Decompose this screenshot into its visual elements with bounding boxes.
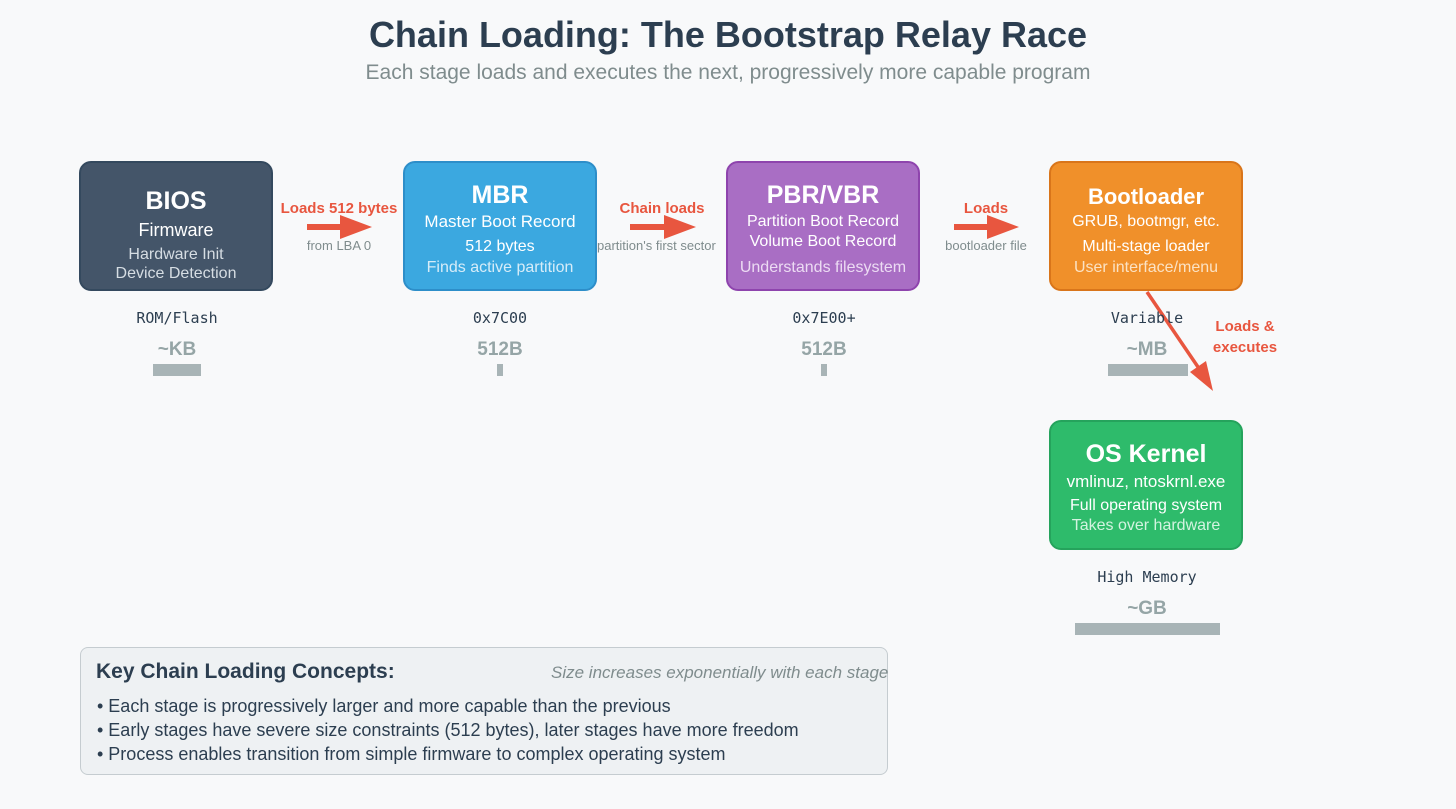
stage-bios: BIOS Firmware Hardware Init Device Detec… [79, 161, 273, 291]
stage-mbr-line2: 512 bytes [465, 238, 535, 255]
arrow-sub-mbr-pbr: partition's first sector [597, 238, 716, 253]
stage-bootloader-line2: Multi-stage loader [1082, 238, 1210, 255]
stage-bootloader-name: Bootloader [1087, 184, 1205, 209]
arrow-sub-bios-mbr: from LBA 0 [306, 238, 372, 253]
page-subtitle: Each stage loads and executes the next, … [365, 61, 1091, 84]
stage-kernel-size-bar [1075, 623, 1220, 635]
arrow-pbr-to-bootloader [954, 215, 1019, 239]
key-concepts-title: Key Chain Loading Concepts: [96, 660, 395, 683]
arrow-label-bios-mbr: Loads 512 bytes [280, 200, 398, 217]
stage-kernel-size: ~GB [1127, 598, 1167, 619]
stage-mbr: MBR Master Boot Record 512 bytes Finds a… [403, 161, 597, 291]
key-concept-item: • Early stages have severe size constrai… [97, 720, 799, 740]
stage-mbr-line3: Finds active partition [426, 259, 574, 276]
stage-bios-name: BIOS [145, 187, 207, 215]
stage-bios-line3: Device Detection [115, 265, 237, 282]
stage-bootloader-size: ~MB [1126, 339, 1168, 360]
stage-pbr-name: PBR/VBR [766, 181, 880, 209]
stage-bootloader: Bootloader GRUB, bootmgr, etc. Multi-sta… [1049, 161, 1243, 291]
stage-bios-memory: ROM/Flash [136, 309, 218, 327]
stage-mbr-line1: Master Boot Record [424, 212, 576, 231]
arrow-bootloader-to-kernel [1145, 291, 1213, 391]
arrow-mbr-to-pbr [630, 215, 696, 239]
arrow-label-mbr-pbr: Chain loads [619, 200, 705, 217]
arrow-label-pbr-bootloader: Loads [963, 200, 1009, 217]
stage-pbr-size: 512B [801, 339, 847, 360]
arrow-label-bootloader-kernel-1: Loads & [1215, 318, 1275, 335]
stage-bios-size-bar [153, 364, 201, 376]
stage-kernel-line1: vmlinuz, ntoskrnl.exe [1066, 472, 1226, 491]
key-concept-item: • Each stage is progressively larger and… [97, 696, 671, 716]
stage-pbr-line1: Partition Boot Record [746, 213, 900, 230]
stage-kernel-name: OS Kernel [1085, 440, 1207, 468]
stage-os-kernel: OS Kernel vmlinuz, ntoskrnl.exe Full ope… [1049, 420, 1243, 550]
stage-bootloader-line1: GRUB, bootmgr, etc. [1072, 213, 1220, 230]
stage-kernel-line2: Full operating system [1069, 497, 1223, 514]
stage-pbr-memory: 0x7E00+ [792, 309, 856, 327]
stage-bios-size: ~KB [157, 339, 197, 360]
arrow-bios-to-mbr [307, 215, 372, 239]
stage-bootloader-size-bar [1108, 364, 1188, 376]
stage-mbr-size-bar [497, 364, 503, 376]
key-concept-item: • Process enables transition from simple… [97, 744, 726, 764]
stage-mbr-name: MBR [471, 181, 529, 209]
stage-bios-line2: Hardware Init [128, 246, 224, 263]
arrow-label-bootloader-kernel-2: executes [1212, 339, 1278, 356]
stage-mbr-size: 512B [477, 339, 523, 360]
stage-kernel-line3: Takes over hardware [1071, 517, 1221, 534]
stage-bios-line1: Firmware [138, 220, 214, 240]
stage-pbr-line3: Understands filesystem [739, 259, 907, 276]
key-concepts-box: Key Chain Loading Concepts: • Each stage… [80, 647, 888, 775]
size-scale-note: Size increases exponentially with each s… [551, 663, 889, 682]
stage-bootloader-memory: Variable [1110, 309, 1184, 327]
stage-bootloader-line3: User interface/menu [1073, 259, 1219, 276]
stage-pbr-line2: Volume Boot Record [749, 233, 897, 250]
stage-pbr-size-bar [821, 364, 827, 376]
arrow-sub-pbr-bootloader: bootloader file [945, 238, 1027, 253]
stage-mbr-memory: 0x7C00 [472, 309, 528, 327]
stage-kernel-memory: High Memory [1097, 568, 1197, 586]
page-title: Chain Loading: The Bootstrap Relay Race [368, 14, 1088, 55]
stage-pbr-vbr: PBR/VBR Partition Boot Record Volume Boo… [726, 161, 920, 291]
